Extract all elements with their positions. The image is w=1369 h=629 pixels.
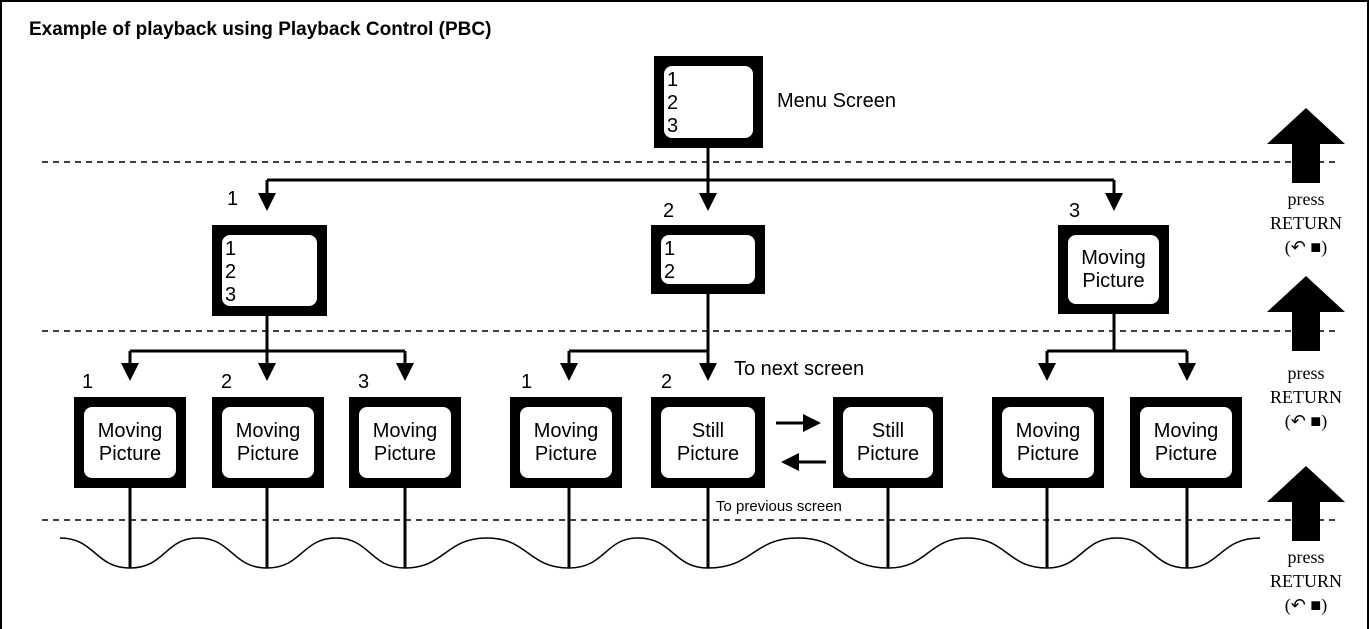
to-next-screen-label: To next screen — [734, 358, 865, 380]
branch-number: 1 — [227, 188, 239, 210]
return-button-glyph: (↶ ■) — [1284, 595, 1328, 615]
return-button-glyph: (↶ ■) — [1284, 237, 1328, 257]
return-label: press RETURN (↶ ■) — [1261, 361, 1351, 433]
diagram-title: Example of playback using Playback Contr… — [29, 19, 492, 40]
menu-item: 2 — [664, 261, 676, 283]
stop-icon: ■ — [1310, 595, 1322, 615]
return-label: press RETURN (↶ ■) — [1261, 187, 1351, 259]
menu-screen: 1 2 3 — [654, 56, 763, 148]
branch-number: 2 — [663, 200, 675, 222]
stop-icon: ■ — [1310, 411, 1322, 431]
menu-item: 3 — [667, 115, 679, 137]
menu-screen-caption: Menu Screen — [777, 90, 896, 112]
return-up-arrow-icon — [1267, 466, 1345, 541]
menu-item: 1 — [667, 69, 679, 91]
branch-number: 2 — [661, 371, 673, 393]
branch-number: 1 — [82, 371, 94, 393]
disc-wave-line — [59, 537, 1261, 569]
return-icon: ↶ — [1290, 411, 1306, 431]
menu-item: 1 — [225, 238, 237, 260]
menu-item: 1 — [664, 238, 676, 260]
submenu-screen-1: 1 2 3 — [212, 225, 327, 316]
branch-number: 3 — [1069, 200, 1081, 222]
branch-number: 3 — [358, 371, 370, 393]
submenu-screen-2: 1 2 — [651, 225, 765, 294]
return-button-glyph: (↶ ■) — [1284, 411, 1328, 431]
return-up-arrow-icon — [1267, 108, 1345, 183]
menu-item: 2 — [225, 261, 237, 283]
stop-icon: ■ — [1310, 237, 1322, 257]
return-icon: ↶ — [1290, 595, 1306, 615]
branch-number: 2 — [221, 371, 233, 393]
branch-number: 1 — [521, 371, 533, 393]
to-previous-screen-label: To previous screen — [716, 498, 842, 515]
return-up-arrow-icon — [1267, 276, 1345, 351]
return-label: press RETURN (↶ ■) — [1261, 545, 1351, 617]
menu-item: 2 — [667, 92, 679, 114]
moving-picture-screen: Moving Picture — [1058, 225, 1169, 314]
menu-item: 3 — [225, 284, 237, 306]
return-icon: ↶ — [1290, 237, 1306, 257]
